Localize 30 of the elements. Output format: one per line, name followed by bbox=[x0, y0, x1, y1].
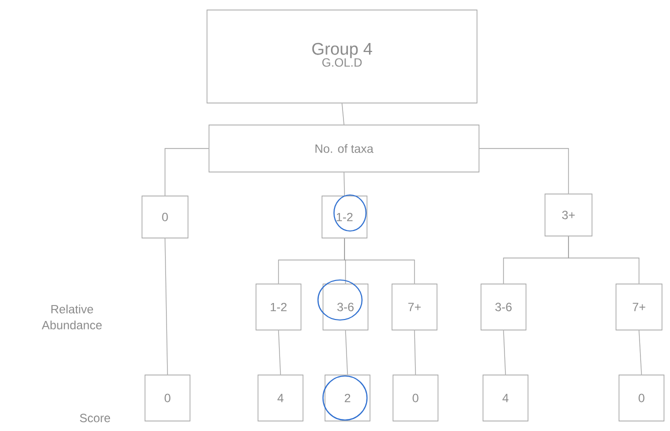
connector-line bbox=[164, 148, 209, 196]
option-box: 3-6 bbox=[322, 284, 368, 330]
option-box: 7+ bbox=[616, 284, 662, 330]
row-label: Score bbox=[80, 414, 110, 422]
option-box: 0 bbox=[142, 196, 188, 238]
option-box: 3+ bbox=[544, 194, 592, 236]
category-box: No. of taxa bbox=[208, 124, 480, 172]
score-box: 2 bbox=[324, 374, 370, 422]
connector-line bbox=[414, 330, 416, 375]
score-box: 0 bbox=[392, 374, 438, 422]
option-box: 1-2 bbox=[322, 196, 368, 238]
title-box: Group 4 G.OL.D bbox=[206, 10, 478, 104]
score-box: 4 bbox=[482, 374, 528, 422]
connector-line bbox=[568, 236, 640, 284]
connector-line bbox=[344, 172, 345, 196]
connector-line bbox=[344, 238, 415, 284]
score-box: 0 bbox=[618, 374, 664, 422]
connector-line bbox=[164, 238, 168, 375]
option-box: 3-6 bbox=[480, 284, 526, 330]
connector-line bbox=[278, 330, 281, 375]
score-box: 4 bbox=[258, 374, 304, 422]
row-label: Relative Abundance bbox=[42, 304, 102, 330]
connector-line bbox=[342, 103, 344, 125]
connector-line bbox=[503, 330, 506, 375]
score-box: 0 bbox=[144, 374, 190, 422]
option-box: 1-2 bbox=[256, 284, 302, 330]
option-box: 7+ bbox=[392, 284, 438, 330]
connector-line bbox=[479, 148, 569, 194]
connector-line bbox=[638, 330, 642, 375]
connector-line bbox=[345, 330, 348, 375]
